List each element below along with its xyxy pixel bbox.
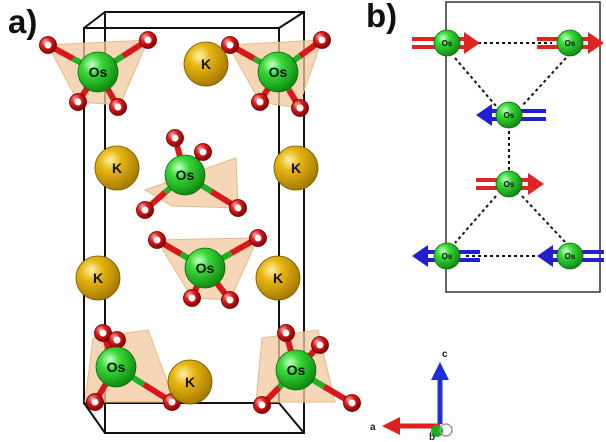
oxygen-atom bbox=[108, 331, 126, 349]
oxygen-atom bbox=[229, 199, 247, 217]
os-group: Os bbox=[253, 324, 361, 414]
oxygen-atom bbox=[69, 93, 87, 111]
os-group: Os bbox=[221, 31, 331, 117]
oxygen-atom bbox=[249, 229, 267, 247]
os-atom-small-label: Os bbox=[442, 39, 453, 48]
os-group: Os bbox=[148, 229, 267, 309]
axis-c-label: c bbox=[442, 349, 448, 360]
os-atom: Os bbox=[77, 51, 119, 93]
oxygen-atom bbox=[139, 31, 157, 49]
exchange-paths bbox=[454, 42, 567, 257]
oxygen-atom bbox=[311, 336, 329, 354]
os-atom: Os bbox=[275, 349, 317, 391]
k-atom: K bbox=[273, 145, 319, 191]
os-atom-label: Os bbox=[269, 64, 288, 80]
os-atom: Os bbox=[184, 247, 226, 289]
os-atom-label: Os bbox=[176, 167, 195, 183]
oxygen-atom bbox=[109, 98, 127, 116]
k-atom-label: K bbox=[201, 56, 211, 72]
k-atom-label: K bbox=[273, 270, 283, 286]
os-atom-small-label: Os bbox=[565, 252, 576, 261]
os-atom-small-label: Os bbox=[504, 111, 515, 120]
oxygen-atom bbox=[86, 393, 104, 411]
oxygen-atom bbox=[343, 394, 361, 412]
oxygen-atom bbox=[194, 143, 212, 161]
os-atom-label: Os bbox=[89, 64, 108, 80]
panel-b-label: b) bbox=[366, 0, 397, 34]
k-atom: K bbox=[75, 255, 121, 301]
oxygen-atom bbox=[39, 36, 57, 54]
os-atom-label: Os bbox=[287, 362, 306, 378]
os-atom: Os bbox=[257, 51, 299, 93]
oxygen-atom bbox=[277, 324, 295, 342]
os-atom-small: Os bbox=[495, 101, 523, 129]
oxygen-atom bbox=[148, 231, 166, 249]
k-atom: K bbox=[94, 145, 140, 191]
os-atom-small: Os bbox=[433, 29, 461, 57]
os-atom-small-label: Os bbox=[442, 252, 453, 261]
os-atom-small-label: Os bbox=[504, 180, 515, 189]
os-atom-label: Os bbox=[107, 359, 126, 375]
axes-indicator: c a b bbox=[370, 349, 453, 442]
k-atom: K bbox=[255, 255, 301, 301]
os-atom-small: Os bbox=[433, 242, 461, 270]
os-atom: Os bbox=[95, 346, 137, 388]
oxygen-atom bbox=[291, 99, 309, 117]
k-atom-label: K bbox=[185, 374, 195, 390]
k-atom-label: K bbox=[112, 160, 122, 176]
panel-b-unit-cell bbox=[445, 1, 601, 293]
oxygen-atom bbox=[136, 201, 154, 219]
k-atom: K bbox=[167, 359, 213, 405]
potassium-atoms: K K K K K K bbox=[75, 41, 319, 405]
os-group: Os bbox=[39, 31, 157, 116]
oxygen-atom bbox=[313, 31, 331, 49]
panel-a-label: a) bbox=[8, 3, 37, 40]
os-atom-small: Os bbox=[495, 170, 523, 198]
k-atom: K bbox=[183, 41, 229, 87]
k-atom-label: K bbox=[93, 270, 103, 286]
k-atom-label: K bbox=[291, 160, 301, 176]
os-atom-small: Os bbox=[556, 242, 584, 270]
oxygen-atom bbox=[253, 396, 271, 414]
axis-b-label: b bbox=[429, 432, 435, 442]
os-atom-small-label: Os bbox=[565, 39, 576, 48]
os-group: Os bbox=[136, 129, 247, 219]
os-atom-label: Os bbox=[196, 260, 215, 276]
oxygen-atom bbox=[94, 324, 112, 342]
oxygen-atom bbox=[183, 289, 201, 307]
os-atom-small: Os bbox=[556, 29, 584, 57]
oxygen-atom bbox=[221, 291, 239, 309]
oxygen-atom bbox=[221, 36, 239, 54]
os-atom: Os bbox=[164, 154, 206, 196]
axis-a-label: a bbox=[370, 422, 376, 433]
oxygen-atom bbox=[166, 129, 184, 147]
oxygen-atom bbox=[251, 93, 269, 111]
